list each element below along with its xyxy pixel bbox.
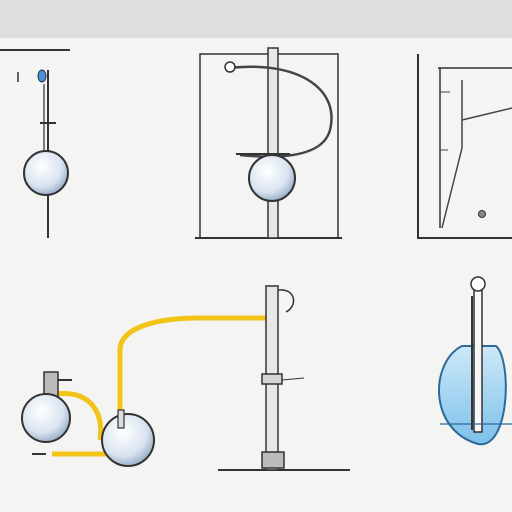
round-flask <box>248 154 296 202</box>
pointer-line <box>281 377 305 381</box>
header-band <box>0 0 512 38</box>
round-flask <box>21 393 71 443</box>
panel-top-right <box>417 54 512 239</box>
yellow-tube-loop <box>55 391 104 441</box>
panel-frame <box>417 54 512 239</box>
blue-indicator-drop <box>37 69 47 83</box>
panel-bottom-left <box>21 315 270 467</box>
stand-foot <box>261 451 285 469</box>
small-marker-dot <box>478 210 486 218</box>
top-hook <box>277 289 295 313</box>
triangular-line <box>441 80 512 229</box>
clamp-ring <box>261 373 283 385</box>
panel-top-left <box>0 49 70 238</box>
flask-neck <box>117 409 125 429</box>
thermometer-tube <box>473 281 483 433</box>
panel-top-middle <box>195 47 342 239</box>
curved-hose <box>227 65 333 158</box>
yellow-tube <box>52 315 270 457</box>
round-flask <box>23 150 69 196</box>
round-flask <box>101 413 155 467</box>
hose-connector <box>224 61 236 73</box>
panel-bottom-right <box>438 276 512 446</box>
vertical-column <box>267 47 279 239</box>
panel-bottom-middle <box>218 285 350 471</box>
thermometer-bulb <box>470 276 486 292</box>
